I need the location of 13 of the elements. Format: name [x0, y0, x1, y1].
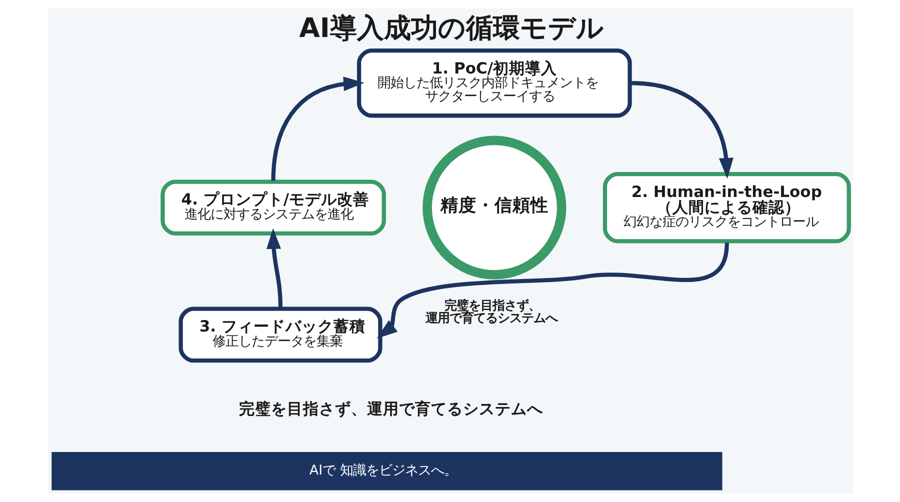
label: AIで 知識をビジネスへ。 [308, 464, 456, 479]
arrow [376, 242, 728, 338]
node-box: 4. プロンプト/モデル改善 進化に対するシステムを進化 [160, 180, 386, 236]
diagram-title: AI導入成功の循環モデル [298, 12, 604, 44]
arrow [266, 228, 282, 308]
node-box: 3. フィードバック蓄積 修正したデータを集棄 [178, 306, 382, 363]
node-box: 2. Human-in-the-Loop（人間による確認） 幻幻な症のリスクをコントロール [602, 172, 850, 244]
node-box: 1. PoC/初期導入 開始した低リスク内部ドキュメントをサクターしスーイする [356, 48, 632, 118]
node-circle: 精度・信頼性 [422, 136, 566, 280]
arrow [630, 81, 733, 179]
arrow [270, 76, 364, 181]
node-label: 完璧を目指さず、運用で育てるシステムへ [425, 297, 558, 325]
caption: 完璧を目指さず、運用で育てるシステムへ [238, 400, 543, 418]
